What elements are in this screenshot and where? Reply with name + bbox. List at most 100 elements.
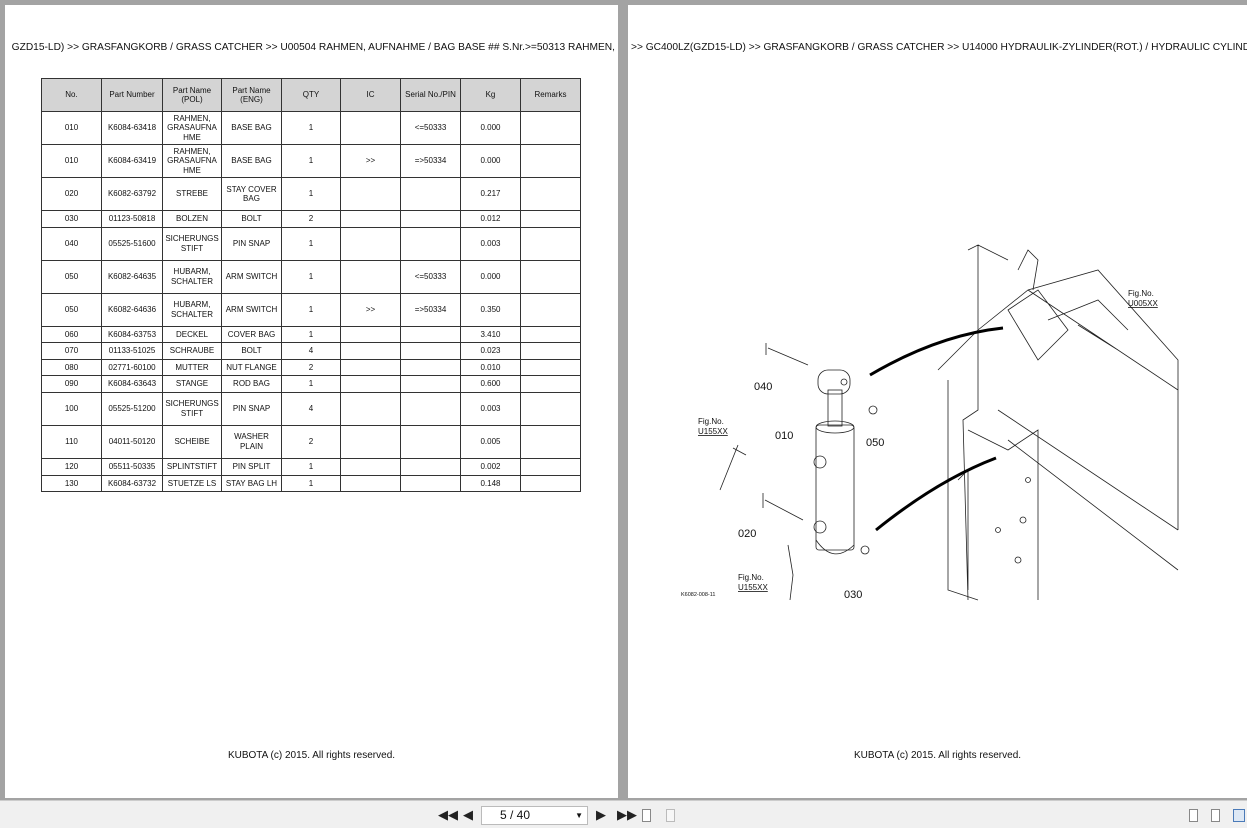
column-header: IC	[340, 78, 401, 112]
copyright-footer: KUBOTA (c) 2015. All rights reserved.	[227, 750, 396, 761]
cell-remarks	[520, 342, 581, 360]
cell-remarks	[520, 177, 581, 211]
copyright-footer: KUBOTA (c) 2015. All rights reserved.	[853, 750, 1022, 761]
cell-kg: 0.003	[460, 391, 521, 426]
cell-eng: BOLT	[221, 210, 282, 228]
cell-remarks	[520, 474, 581, 493]
cell-eng: COVER BAG	[221, 325, 282, 344]
cell-no: 050	[41, 292, 102, 327]
cell-serial	[400, 358, 461, 377]
cell-ic	[340, 375, 401, 393]
cell-part: 05511-50335	[101, 457, 163, 476]
cell-eng: PIN SPLIT	[221, 457, 282, 476]
breadcrumb: >> GC400LZ(GZD15-LD) >> GRASFANGKORB / G…	[631, 42, 1247, 53]
cell-eng: ARM SWITCH	[221, 259, 282, 294]
cell-eng: PIN SNAP	[221, 391, 282, 426]
continuous-icon[interactable]	[1211, 809, 1220, 822]
cell-pol: SCHRAUBE	[162, 342, 222, 360]
cell-no: 070	[41, 342, 102, 360]
single-page-icon[interactable]	[1189, 809, 1198, 822]
cell-kg: 0.012	[460, 210, 521, 228]
cell-ic	[340, 210, 401, 228]
cell-qty: 1	[281, 259, 341, 294]
cell-kg: 0.000	[460, 144, 521, 178]
cell-eng: BASE BAG	[221, 144, 282, 178]
cell-no: 010	[41, 111, 102, 145]
callout-040: 040	[754, 381, 772, 393]
cell-serial	[400, 226, 461, 261]
page-indicator: 5 / 40	[500, 808, 531, 822]
cell-kg: 0.217	[460, 177, 521, 211]
cell-part: K6082-63792	[101, 177, 163, 211]
cell-remarks	[520, 259, 581, 294]
cell-qty: 1	[281, 292, 341, 327]
cell-pol: HUBARM, SCHALTER	[162, 292, 222, 327]
cell-no: 130	[41, 474, 102, 493]
cell-kg: 0.148	[460, 474, 521, 493]
fig-ref-u155xx-2: U155XX	[738, 583, 768, 592]
cell-ic	[340, 226, 401, 261]
callout-030: 030	[844, 589, 862, 601]
cell-no: 010	[41, 144, 102, 178]
cell-qty: 1	[281, 177, 341, 211]
cell-kg: 0.350	[460, 292, 521, 327]
cell-qty: 2	[281, 210, 341, 228]
two-page-icon[interactable]	[1233, 809, 1245, 822]
fit-icon[interactable]	[666, 809, 675, 822]
next-page-icon[interactable]: ▶	[596, 807, 606, 822]
cell-ic	[340, 111, 401, 145]
prev-page-icon[interactable]: ◀	[463, 807, 473, 822]
cell-remarks	[520, 292, 581, 327]
column-header: Part Number	[101, 78, 163, 112]
cell-remarks	[520, 457, 581, 476]
cell-part: 01123-50818	[101, 210, 163, 228]
fig-ref-u005xx: U005XX	[1128, 299, 1158, 308]
cell-no: 020	[41, 177, 102, 211]
rotate-icon[interactable]	[642, 809, 651, 822]
cell-kg: 0.010	[460, 358, 521, 377]
callout-010: 010	[775, 430, 793, 442]
cell-serial: =>50334	[400, 292, 461, 327]
cell-no: 040	[41, 226, 102, 261]
page-selector[interactable]: 5 / 40 ▼	[481, 806, 588, 825]
cell-part: K6082-64636	[101, 292, 163, 327]
first-page-icon[interactable]: ◀◀	[438, 807, 458, 822]
cell-serial	[400, 474, 461, 493]
column-header: Part Name (ENG)	[221, 78, 282, 112]
cell-qty: 4	[281, 342, 341, 360]
cell-qty: 1	[281, 226, 341, 261]
cell-part: K6084-63643	[101, 375, 163, 393]
cell-pol: MUTTER	[162, 358, 222, 377]
cell-qty: 1	[281, 111, 341, 145]
cell-remarks	[520, 210, 581, 228]
cell-eng: BASE BAG	[221, 111, 282, 145]
cell-eng: ROD BAG	[221, 375, 282, 393]
drawing-code: K6082-008-11	[681, 592, 715, 598]
cell-ic	[340, 358, 401, 377]
left-page: GZD15-LD) >> GRASFANGKORB / GRASS CATCHE…	[5, 5, 618, 798]
cell-remarks	[520, 226, 581, 261]
cell-part: K6084-63419	[101, 144, 163, 178]
cell-pol: SCHEIBE	[162, 424, 222, 459]
column-header: QTY	[281, 78, 341, 112]
column-header: Kg	[460, 78, 521, 112]
last-page-icon[interactable]: ▶▶	[617, 807, 637, 822]
cell-serial	[400, 375, 461, 393]
chevron-down-icon[interactable]: ▼	[575, 811, 583, 820]
cell-serial: <=50333	[400, 259, 461, 294]
cell-ic	[340, 177, 401, 211]
cell-ic	[340, 474, 401, 493]
cell-pol: STANGE	[162, 375, 222, 393]
cell-qty: 2	[281, 358, 341, 377]
fig-label: Fig.No.	[738, 573, 764, 582]
cell-eng: NUT FLANGE	[221, 358, 282, 377]
